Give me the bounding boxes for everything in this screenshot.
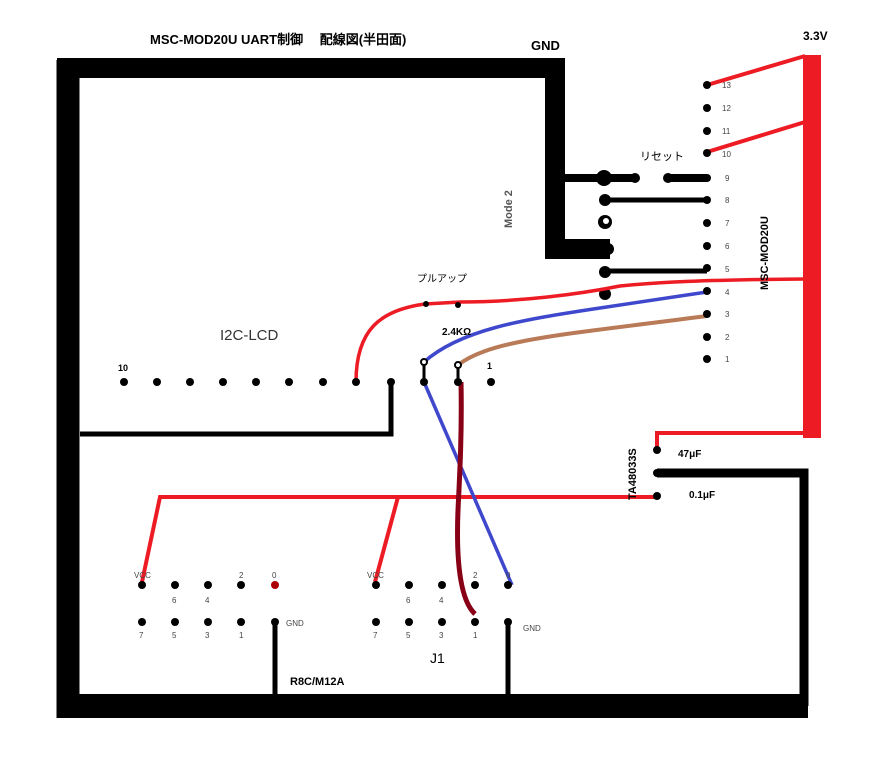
resistor-label: 2.4KΩ [442,327,471,338]
pin-label: 3 [439,631,444,640]
cap1-label: 47μF [678,449,701,460]
board-label: R8C/M12A [290,676,344,688]
pin-label: 7 [373,631,378,640]
pin-label: 4 [725,288,730,297]
pin-label: 11 [722,127,731,136]
pin-label: 7 [139,631,144,640]
pin-label: 3 [725,310,730,319]
gnd-label: GND [531,38,560,53]
pin-label: 1 [239,631,244,640]
pin-label: 5 [725,265,730,274]
pin-label: 12 [722,104,731,113]
cap2-label: 0.1μF [689,490,715,501]
pin-label: 6 [725,242,730,251]
gnd-frame-top [57,58,610,259]
pin-label: 2 [473,571,478,580]
pin-label: GND [286,619,304,628]
pullup-label: プルアップ [417,273,467,285]
connector-right-labels: VCC 6 4 2 0 7 5 3 1 GND [367,571,541,640]
regulator-label: TA48033S [627,448,639,500]
lcd-pin-10-label: 10 [118,363,128,373]
pin-label: 6 [406,596,411,605]
pin-label: 2 [239,571,244,580]
pin-label: 1 [725,355,730,364]
lcd-label: I2C-LCD [220,327,279,344]
pin-label: 4 [439,596,444,605]
darkred-wire [455,381,477,616]
pin-label: VCC [367,571,384,580]
connector-pins [138,581,512,626]
pin-label: 5 [172,631,177,640]
ground-wires [56,58,809,718]
pin-label: 1 [473,631,478,640]
brown-wire [456,314,708,367]
pin-label: 13 [722,81,731,90]
pin-label: 0 [506,571,511,580]
module-pin-labels: 13 12 11 10 9 8 7 6 5 4 3 2 1 [722,81,731,364]
v33-label: 3.3V [803,29,828,43]
j1-label: J1 [430,650,445,666]
pin-label: 2 [725,333,730,342]
pin-label: 4 [205,596,210,605]
blue-wire [422,290,708,364]
pin-label: 10 [722,150,731,159]
pin-label: 5 [406,631,411,640]
pin-label: VCC [134,571,151,580]
diagram-title: MSC-MOD20U UART制御 配線図(半田面) [150,32,406,47]
lcd-pins [120,378,495,386]
pin-label: GND [523,624,541,633]
module-label: MSC-MOD20U [759,216,771,290]
lcd-gnd [80,382,394,437]
gnd-regulator [657,468,809,706]
pin-label: 7 [725,219,730,228]
reset-label: リセット [640,150,684,163]
pin-label: 0 [272,571,277,580]
lcd-pin-1-label: 1 [487,361,492,371]
pin-label: 3 [205,631,210,640]
connector-left-labels: VCC 6 4 2 0 7 5 3 1 GND [134,571,304,640]
pin-label: 9 [725,174,730,183]
pin-label: 8 [725,196,730,205]
pin-label: 6 [172,596,177,605]
mode2-label: Mode 2 [503,190,515,228]
module-pins [703,81,711,363]
